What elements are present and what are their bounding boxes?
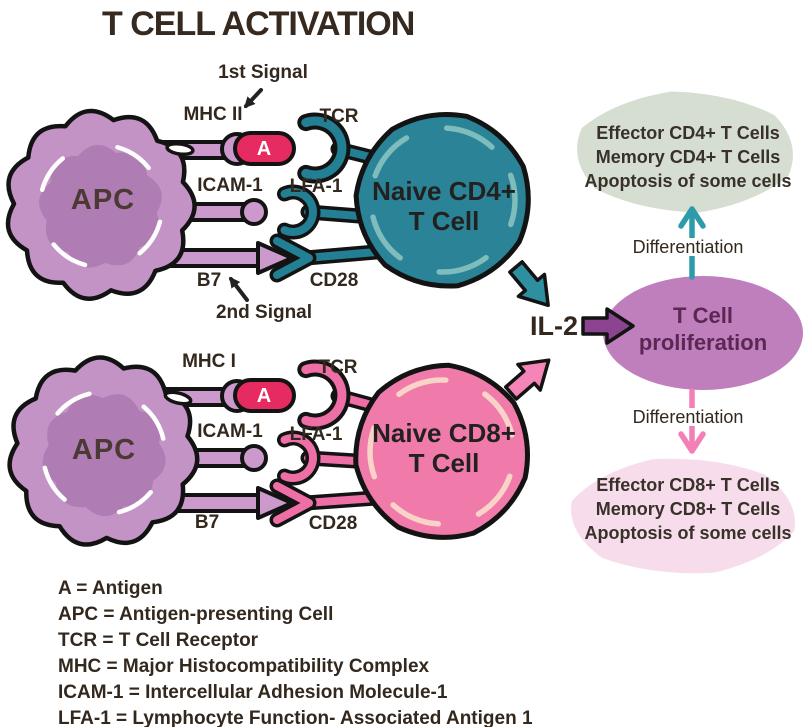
legend-line: A = Antigen (58, 578, 163, 599)
cd4-outcome-line: Memory CD4+ T Cells (595, 147, 781, 167)
icam1-label-top: ICAM-1 (197, 175, 263, 196)
antigen-pill-bottom (233, 378, 296, 413)
signal2-pointer-arrow (229, 276, 249, 302)
cd8-outcome-line: Effector CD8+ T Cells (596, 475, 780, 495)
antigen-pill-top (233, 131, 296, 166)
cd8-cell-body (353, 362, 530, 540)
apc-top-nucleus (39, 144, 162, 268)
legend-line: ICAM-1 = Intercellular Adhesion Molecule… (58, 682, 448, 703)
proliferation-ellipse (603, 276, 803, 390)
proliferation-line1: T Cell (673, 303, 733, 328)
cd8-outcome-blob (571, 458, 795, 574)
antigen-label-top: A (256, 138, 272, 160)
icam1-knob-top (240, 198, 268, 226)
lfa1-label-top: LFA-1 (289, 176, 343, 197)
signal2-label: 2nd Signal (215, 302, 313, 323)
lfa1-label-bottom: LFA-1 (289, 424, 343, 445)
apc-bottom-nucleus (42, 394, 166, 517)
apc-bottom-highlight-ring (40, 389, 168, 517)
tcr-label-bottom: TCR (318, 357, 358, 378)
cd4-cell-inner-ring (368, 125, 518, 275)
cd8-cell-name-line2: T Cell (408, 448, 480, 478)
cd4-receptor-heads (165, 112, 351, 283)
apc-bottom-membrane-slit (163, 390, 193, 406)
cd4-outcomes-text: Effector CD4+ T Cells Memory CD4+ T Cell… (584, 121, 791, 193)
proliferation-label: T Cell proliferation (639, 302, 767, 356)
b7-arrowhead-bottom (256, 486, 294, 520)
cd8-cell-name-line1: Naive CD8+ (372, 418, 516, 448)
il2-arrow-from-cd4 (508, 260, 550, 308)
il2-arrow-from-cd8 (504, 358, 551, 401)
cd4-cell-name-line2: T Cell (408, 206, 480, 236)
antigen-label-bottom: A (256, 385, 272, 407)
il2-label: IL-2 (529, 311, 579, 341)
b7-label-top: B7 (196, 270, 222, 291)
proliferation-arrow (581, 307, 635, 345)
apc-label-bottom: APC (71, 434, 137, 466)
proliferation-line2: proliferation (638, 330, 768, 355)
page-title: T CELL ACTIVATION (102, 5, 415, 43)
b7-arrowhead-top (256, 241, 294, 275)
signal1-pointer-arrow (243, 88, 263, 109)
cd4-outcome-line: Apoptosis of some cells (584, 171, 792, 191)
signal1-label: 1st Signal (218, 62, 308, 83)
cd4-outcome-line: Effector CD4+ T Cells (596, 123, 780, 143)
cd8-outcome-line: Memory CD8+ T Cells (595, 499, 781, 519)
abbreviation-legend: A = Antigen APC = Antigen-presenting Cel… (58, 576, 533, 727)
cd8-cell-inner-ring (367, 377, 517, 527)
cd8-cell-name: Naive CD8+ T Cell (372, 418, 516, 478)
legend-line: APC = Antigen-presenting Cell (58, 604, 334, 625)
apc-top-highlight-ring (37, 142, 165, 270)
cd4-outcome-blob (577, 91, 793, 213)
apc-top-membrane-slit (165, 141, 195, 157)
cd4-cell-body (353, 111, 531, 289)
apc-cell-bottom (7, 355, 200, 547)
cd28-label-bottom: CD28 (308, 513, 358, 534)
legend-line: LFA-1 = Lymphocyte Function- Associated … (58, 708, 533, 727)
apc-cell-top (5, 108, 197, 301)
differentiation-label-top: Differentiation (629, 238, 747, 256)
cd4-cell-name-line1: Naive CD4+ (372, 176, 516, 206)
legend-line: TCR = T Cell Receptor (58, 630, 259, 651)
apc-label-top: APC (70, 184, 136, 216)
differentiation-label-bottom: Differentiation (629, 408, 747, 426)
cd8-receptor-heads (163, 359, 351, 528)
mhc2-label: MHC II (183, 104, 243, 125)
mhc1-label: MHC I (182, 351, 236, 372)
icam1-label-bottom: ICAM-1 (197, 421, 263, 442)
b7-label-bottom: B7 (194, 512, 220, 533)
naive-cd8-cell (353, 362, 530, 540)
cd4-cell-name: Naive CD4+ T Cell (372, 176, 516, 236)
tcr-label-top: TCR (319, 106, 359, 127)
cd8-outcome-line: Apoptosis of some cells (584, 523, 792, 543)
cd8-outcomes-text: Effector CD8+ T Cells Memory CD8+ T Cell… (584, 473, 791, 545)
cd28-label-top: CD28 (309, 270, 359, 291)
legend-line: MHC = Major Histocompatibility Complex (58, 656, 430, 677)
icam1-knob-bottom (240, 444, 268, 472)
naive-cd4-cell (353, 111, 531, 289)
